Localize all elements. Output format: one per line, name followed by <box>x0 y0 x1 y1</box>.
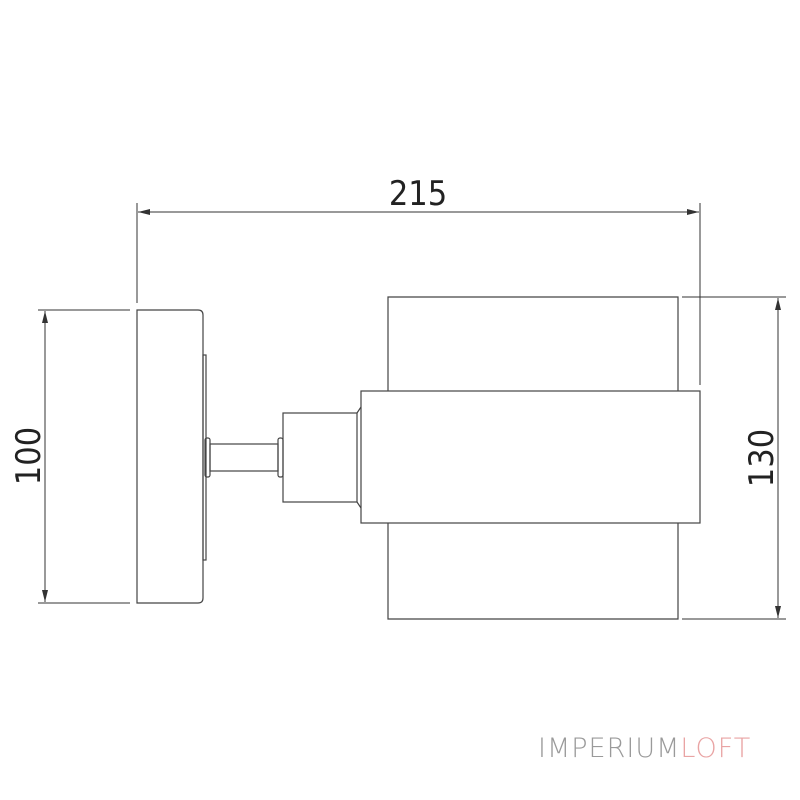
rod-collar-right <box>277 437 284 478</box>
outer-shade <box>387 296 679 620</box>
cylinder-body <box>360 390 701 524</box>
base-height-label: 100 <box>9 427 49 485</box>
mount-plate <box>202 354 207 561</box>
connector-block <box>282 412 358 503</box>
width-label: 215 <box>389 174 447 214</box>
logo-part2: LOFT <box>680 733 752 764</box>
connector-bevel <box>356 406 362 509</box>
brand-logo: IMPERIUMLOFT <box>538 733 751 764</box>
logo-part1: IMPERIUM <box>538 733 681 764</box>
rod <box>209 443 279 472</box>
shade-height-label: 130 <box>742 429 782 487</box>
base-plate <box>136 309 204 604</box>
